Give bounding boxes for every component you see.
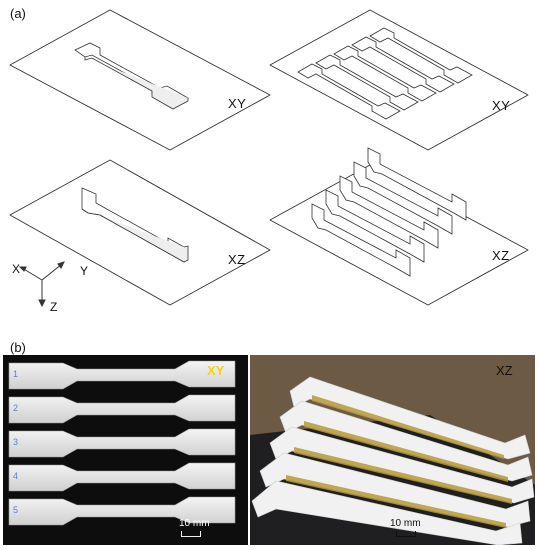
photo-xy-scale-text: 10 mm bbox=[179, 518, 210, 529]
specimen-xy-single bbox=[74, 42, 189, 110]
plane-label-top-right: XY bbox=[492, 98, 511, 113]
plane-label-bottom-left: XZ bbox=[228, 252, 246, 267]
axis-label-x: X bbox=[12, 262, 21, 276]
panel-b-label: (b) bbox=[10, 340, 26, 355]
plane-label-bottom-right: XZ bbox=[492, 248, 510, 263]
panel-a-label: (a) bbox=[10, 6, 26, 21]
photo-xz-label: XZ bbox=[496, 363, 513, 378]
specimens-xz-multiple bbox=[311, 147, 467, 277]
svg-text:5: 5 bbox=[13, 505, 18, 515]
photo-xy-drawing: 1 2 3 4 5 bbox=[8, 360, 236, 526]
specimens-xy-multiple bbox=[297, 27, 473, 120]
photo-xz-drawing bbox=[250, 376, 535, 545]
photo-xy-specimens: 1 2 3 4 5 XY 10 mm bbox=[3, 355, 248, 545]
photo-xz-specimens: XZ 10 mm bbox=[250, 355, 535, 545]
photo-xz-scale-text: 10 mm bbox=[390, 518, 421, 529]
svg-text:2: 2 bbox=[13, 403, 18, 413]
photo-xy-label: XY bbox=[207, 363, 225, 378]
svg-text:4: 4 bbox=[13, 471, 18, 481]
svg-text:1: 1 bbox=[13, 369, 18, 379]
photo-xz-scale-bar bbox=[396, 531, 416, 537]
svg-text:3: 3 bbox=[13, 437, 18, 447]
panel-a-diagram bbox=[9, 9, 529, 308]
axis-label-y: Y bbox=[80, 264, 89, 278]
plane-label-top-left: XY bbox=[228, 96, 247, 111]
axes-indicator bbox=[18, 261, 65, 308]
specimen-xz-single bbox=[81, 187, 189, 263]
photo-xy-scale-bar bbox=[181, 531, 201, 537]
plane-bottom-right bbox=[269, 164, 529, 306]
axis-label-z: Z bbox=[50, 300, 58, 314]
